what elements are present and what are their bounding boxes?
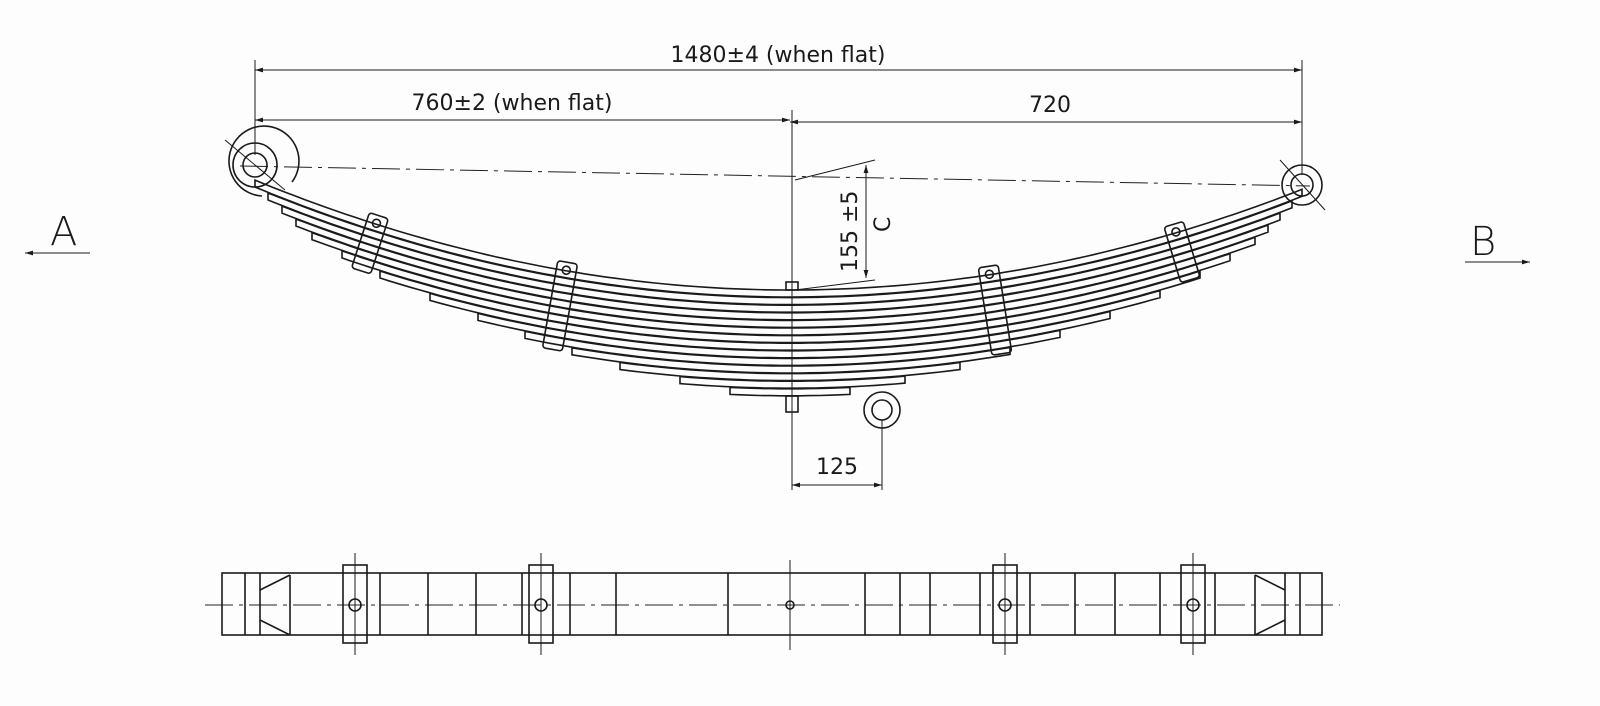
spring-leaf <box>729 386 851 397</box>
plan-view <box>205 553 1340 655</box>
camber-label: 155 ±5 <box>838 191 863 272</box>
camber-symbol: C <box>871 217 896 232</box>
right-eye <box>1279 159 1326 211</box>
eye-centerline <box>239 165 1311 187</box>
view-label-b: B <box>1470 219 1496 265</box>
dimension-camber: 155 ±5 C <box>794 159 896 291</box>
rebound-clip <box>351 212 389 274</box>
plan-line <box>1254 574 1286 591</box>
center-bolt-head <box>785 281 799 291</box>
spring-leaves <box>254 178 1303 397</box>
dimension-overall: 1480±4 (when flat) <box>254 43 1303 175</box>
plan-line <box>259 619 291 636</box>
plan-clip <box>1180 553 1206 655</box>
dimension-aux-eye: 125 <box>792 420 883 490</box>
rebound-clips <box>351 212 1201 356</box>
aux-eye-offset-label: 125 <box>816 455 858 480</box>
rebound-clip <box>1163 221 1201 283</box>
right-half-label: 720 <box>1029 93 1071 118</box>
overall-length-label: 1480±4 (when flat) <box>671 43 886 68</box>
view-arrow-b: B <box>1465 219 1530 265</box>
plan-line <box>259 574 291 591</box>
dimension-halves: 760±2 (when flat) 720 <box>255 91 1302 490</box>
view-arrow-a: A <box>25 209 90 256</box>
auxiliary-eye <box>863 391 901 429</box>
left-eye <box>224 125 300 197</box>
view-label-a: A <box>50 209 77 255</box>
plan-line <box>1254 619 1286 636</box>
left-half-label: 760±2 (when flat) <box>412 91 613 116</box>
plan-center-bolt <box>785 600 795 610</box>
rebound-clip <box>977 264 1013 356</box>
plan-clip <box>342 553 368 655</box>
center-bolt-nut <box>785 395 799 413</box>
plan-clip <box>528 553 554 655</box>
rebound-clip <box>542 260 578 352</box>
plan-clip <box>992 553 1018 655</box>
